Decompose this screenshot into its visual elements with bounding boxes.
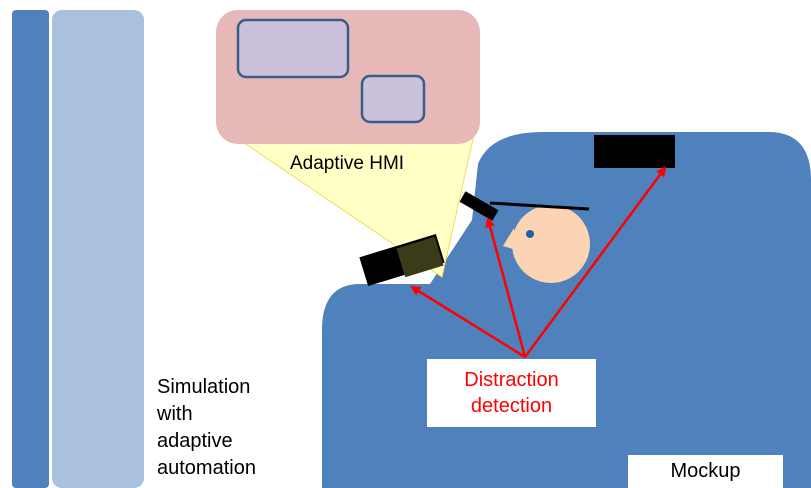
arrow-to-glasses-sensor [485, 217, 527, 358]
distraction-detection-box: Distraction detection [427, 359, 596, 427]
dashboard-camera-lens [396, 236, 444, 278]
mockup-label: Mockup [670, 460, 741, 482]
simulation-label-line: automation [157, 457, 256, 479]
arrow-to-dashboard-camera [410, 285, 526, 359]
hmi-window-large [236, 18, 350, 79]
adaptive-hmi-label: Adaptive HMI [290, 153, 405, 174]
driver-nose [503, 228, 516, 250]
distraction-label-line: detection [470, 395, 553, 417]
simulation-bar-light [52, 10, 144, 488]
arrow-to-eye-tracker [523, 166, 667, 358]
distraction-label-line: Distraction [464, 369, 559, 391]
hmi-window-small [360, 74, 426, 124]
simulation-bar-dark [12, 10, 49, 488]
simulation-label-line: Simulation [157, 376, 251, 398]
mockup-label-box: Mockup [628, 455, 783, 488]
simulation-label: Simulation with adaptive automation [157, 374, 307, 482]
simulation-label-line: with [157, 403, 193, 425]
simulation-label-line: adaptive [157, 430, 233, 452]
driver-head [512, 205, 590, 283]
driver-eye [526, 230, 534, 238]
driver-glasses [489, 201, 590, 211]
glasses-sensor [459, 191, 499, 221]
eye-tracker-camera [594, 135, 675, 168]
